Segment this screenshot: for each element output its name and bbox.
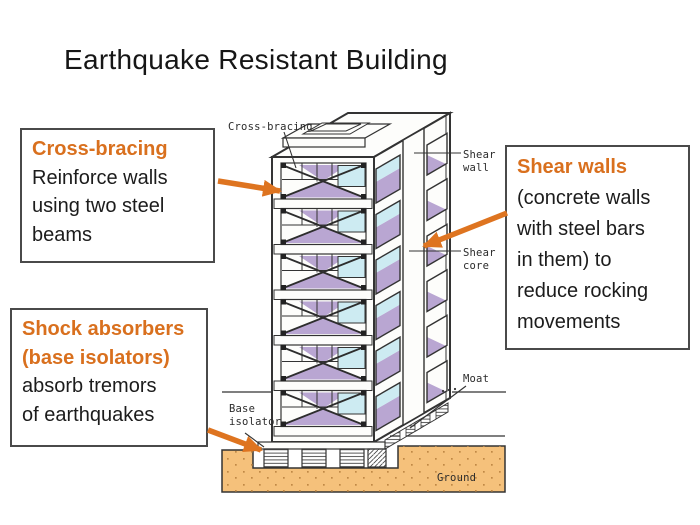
base-isolator-arrow [207, 427, 263, 453]
ground [221, 391, 506, 493]
callout-cross-bracing: Cross-bracing Reinforce walls using two … [20, 128, 215, 263]
diagram-labels: Cross-bracing Shear wall Shear core Moat… [228, 121, 496, 484]
label-base-isolator: isolator [229, 416, 281, 428]
callout-shear-walls-body-line: with steel bars [517, 218, 645, 240]
building-roof [268, 112, 454, 158]
label-shear-core: core [463, 260, 489, 272]
callout-shear-walls-body-line: reduce rocking [517, 280, 649, 302]
base-isolators [257, 402, 449, 468]
callout-shear-walls-body-line: (concrete walls [517, 187, 651, 209]
label-shear-core: Shear [463, 247, 496, 259]
callout-shock-absorbers-heading: Shock absorbers [22, 318, 185, 340]
label-shear-wall: Shear [463, 149, 496, 161]
callout-shock-absorbers: Shock absorbers (base isolators) absorb … [10, 308, 208, 447]
callout-cross-bracing-body-line: Reinforce walls [32, 166, 168, 189]
callout-shock-absorbers-body-line: of earthquakes [22, 403, 155, 426]
building-side-face [373, 111, 451, 444]
cross-bracing-arrow [217, 178, 282, 197]
callout-shear-walls-heading: Shear walls [517, 156, 628, 178]
callout-cross-bracing-heading: Cross-bracing [32, 138, 168, 160]
callout-shear-walls-body-line: in them) to [517, 249, 612, 271]
shear-core-band [402, 126, 425, 427]
moat-dashes [441, 387, 457, 393]
label-base-isolator: Base [229, 403, 255, 415]
shear-walls-arrow [422, 210, 509, 249]
label-ground: Ground [437, 472, 476, 484]
callout-shock-absorbers-heading: (base isolators) [22, 346, 170, 369]
callout-cross-bracing-body-line: beams [32, 223, 93, 246]
leader-lines [244, 131, 467, 448]
label-cross-bracing: Cross-bracing [228, 121, 313, 133]
callout-shear-walls: Shear walls (concrete walls with steel b… [505, 145, 690, 350]
page-title: Earthquake Resistant Building [64, 44, 448, 75]
callout-shock-absorbers-body-line: absorb tremors [22, 375, 157, 397]
building-front-face [271, 156, 375, 443]
callout-arrows [207, 178, 509, 453]
callout-cross-bracing-body-line: using two steel [32, 195, 165, 217]
label-shear-wall: wall [463, 162, 489, 174]
callout-shear-walls-body-line: movements [517, 311, 621, 333]
label-moat: Moat [463, 373, 489, 385]
